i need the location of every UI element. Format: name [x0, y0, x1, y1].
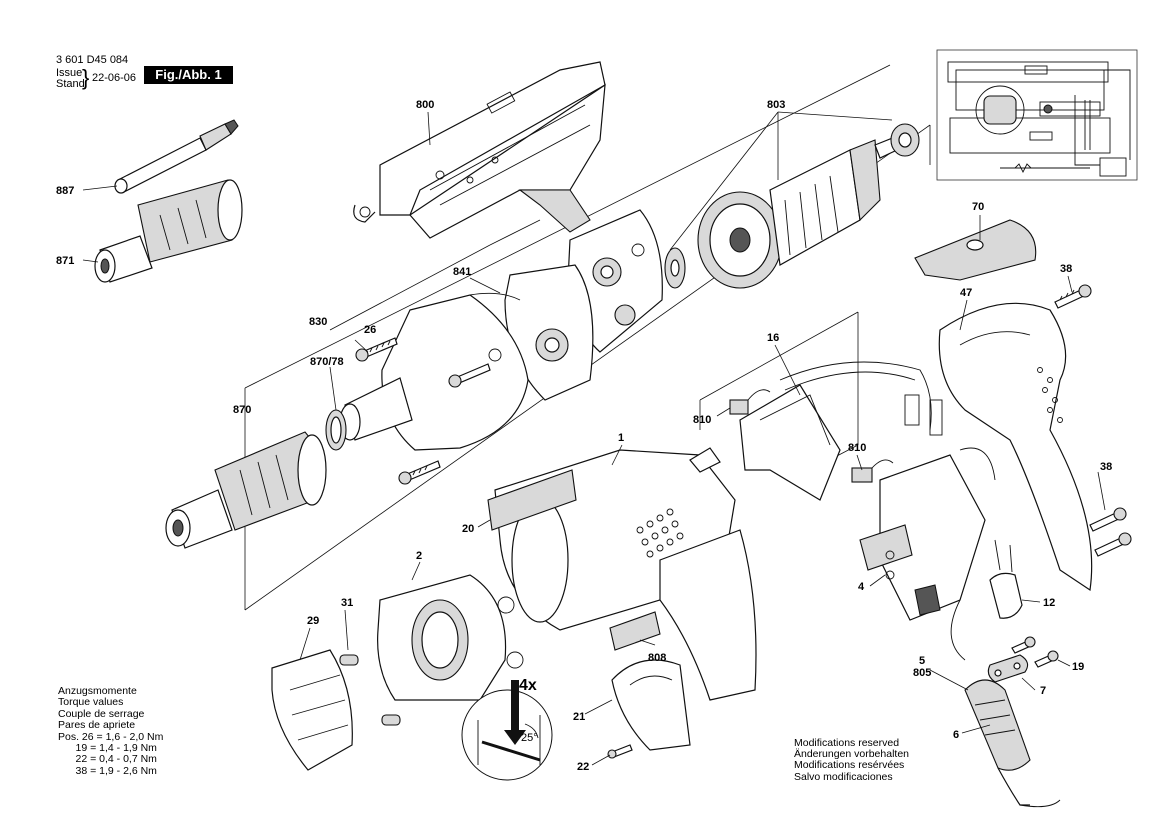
callout-870-78: 870/78 [310, 356, 344, 368]
callout-numbers: 800 803 887 871 841 830 26 870/78 870 70… [56, 99, 1112, 773]
torque-values-block: Anzugsmomente Torque values Couple de se… [58, 685, 164, 777]
callout-800: 800 [416, 99, 434, 111]
torque-line: Torque values [58, 696, 124, 709]
part-4-switch [859, 447, 996, 621]
callout-841: 841 [453, 266, 471, 278]
callout-887: 887 [56, 185, 74, 197]
part-20-label [487, 469, 577, 531]
callout-38-top: 38 [1060, 263, 1072, 275]
part-810-carbon-brush-b [851, 459, 894, 483]
part-800-magazine [353, 61, 606, 239]
part-808-nameplate [609, 611, 661, 651]
part-26-screw [355, 337, 398, 362]
part-16-brush-holder [739, 361, 943, 501]
torque-line: Anzugsmomente [58, 685, 137, 697]
stand-label: Stand [56, 78, 85, 90]
torque-line: Couple de serrage [58, 707, 145, 720]
callout-31: 31 [341, 597, 353, 609]
part-803-armature [664, 123, 920, 289]
callout-803: 803 [767, 99, 785, 111]
wiring-diagram [936, 49, 1138, 181]
part-870-depth-stop [165, 431, 327, 549]
part-870-78-ring [325, 409, 347, 451]
callout-22: 22 [577, 761, 589, 773]
torque-line: Pos. 26 = 1,6 - 2,0 Nm [58, 730, 164, 743]
torque-line: 38 = 1,9 - 2,6 Nm [58, 764, 157, 777]
modifications-line: Modifications reserved [794, 737, 900, 749]
part-12-suppressor [989, 539, 1023, 619]
callout-26: 26 [364, 324, 376, 336]
part-26-screw-second [448, 363, 491, 388]
part-19-screw-b [1034, 650, 1059, 668]
part-810-carbon-brush-a [729, 389, 771, 415]
callout-5: 5 [919, 655, 925, 667]
callout-805: 805 [913, 667, 931, 679]
callout-29: 29 [307, 615, 319, 627]
callout-4: 4 [858, 581, 865, 593]
part-29-baffle [271, 649, 353, 771]
torque-line: Pares de apriete [58, 719, 136, 732]
callout-38-side: 38 [1100, 461, 1112, 473]
figure-badge: Fig./Abb. 1 [144, 66, 233, 84]
callout-810-left: 810 [693, 414, 711, 426]
part-38-screw-low [1094, 532, 1132, 557]
inset-multiplier: 4x [519, 677, 537, 694]
callout-1: 1 [618, 432, 624, 444]
torque-line: 19 = 1,4 - 1,9 Nm [58, 742, 157, 755]
callout-16: 16 [767, 332, 779, 344]
document-number: 3 601 D45 084 [56, 54, 129, 66]
callout-21: 21 [573, 711, 585, 723]
part-871-depth-locator [94, 179, 243, 283]
part-830-gear-housing [339, 294, 529, 451]
callout-810-right: 810 [848, 442, 866, 454]
callout-808: 808 [648, 652, 666, 664]
part-7-cable-clamp [987, 654, 1029, 683]
callout-871: 871 [56, 255, 74, 267]
callout-12: 12 [1043, 597, 1055, 609]
callout-6: 6 [953, 729, 959, 741]
callout-870: 870 [233, 404, 251, 416]
part-21-handle-cover [611, 659, 691, 751]
callout-70: 70 [972, 201, 984, 213]
modifications-block: Modifications reserved Änderungen vorbeh… [794, 737, 910, 783]
part-19-screw-a [1011, 636, 1036, 654]
part-6-power-cord [950, 599, 1061, 808]
torque-line: 22 = 0,4 - 0,7 Nm [58, 753, 157, 766]
callout-830: 830 [309, 316, 327, 328]
grip-dots [1037, 367, 1063, 423]
brace-glyph: } [82, 65, 90, 90]
part-887-bit-holder [114, 119, 239, 194]
part-2-field [377, 574, 524, 701]
vent-holes [636, 508, 684, 558]
callout-7: 7 [1040, 685, 1046, 697]
part-38-screw-top [1054, 284, 1092, 309]
issue-label: Issue [56, 67, 83, 79]
part-47-handle [938, 302, 1093, 592]
issue-date: 22-06-06 [92, 72, 137, 84]
inset-detail [461, 680, 553, 781]
inset-angle: 25° [521, 732, 538, 744]
part-70-belt-clip [914, 219, 1037, 281]
part-screw-lower [398, 460, 441, 485]
modifications-line: Salvo modificaciones [794, 770, 893, 783]
arrow-down-icon [504, 680, 526, 745]
callout-leaders [82, 111, 1106, 766]
callout-47: 47 [960, 287, 972, 299]
part-31-pins [339, 654, 401, 726]
modifications-line: Modifications resérvées [794, 759, 905, 772]
callout-2: 2 [416, 550, 422, 562]
part-38-screw-mid [1089, 507, 1127, 532]
callout-20: 20 [462, 523, 474, 535]
part-22-screw [607, 744, 633, 759]
callout-19: 19 [1072, 661, 1084, 673]
modifications-line: Änderungen vorbehalten [794, 748, 910, 761]
